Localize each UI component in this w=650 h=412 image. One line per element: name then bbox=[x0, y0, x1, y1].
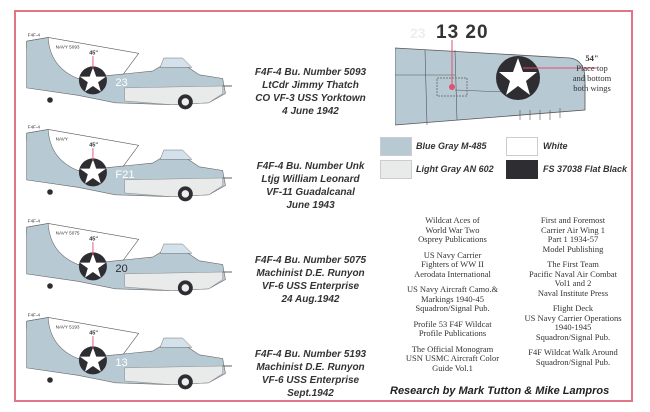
reference-line: Osprey Publications bbox=[418, 234, 487, 244]
swatch-blue-gray bbox=[380, 137, 412, 156]
swatch-flat-black bbox=[506, 160, 538, 179]
reference-line: Fighters of WW II bbox=[421, 259, 484, 269]
reference-line: Part 1 1934-57 bbox=[547, 234, 599, 244]
reference-line: US Navy Carrier Operations bbox=[524, 312, 622, 323]
caption-line: 4 June 1942 bbox=[282, 106, 339, 117]
navy-marking: NAVY bbox=[56, 137, 68, 142]
fuselage-number: 13 bbox=[115, 357, 127, 369]
type-code: F4F-4 bbox=[28, 219, 41, 224]
swatch-white bbox=[506, 137, 538, 156]
note-line: and bottom bbox=[572, 73, 612, 83]
reference-line: US Navy Aircraft Camo.& bbox=[406, 284, 499, 294]
type-code: F4F-4 bbox=[28, 125, 41, 130]
reference-line: Guide Vol.1 bbox=[432, 362, 473, 373]
caption-line: VF-6 USS Enterprise bbox=[261, 281, 360, 292]
reference-line: Model Publishing bbox=[542, 243, 604, 254]
reference-line: Squadron/Signal Pub. bbox=[535, 356, 611, 367]
legend-flat-black: FS 37038 Flat Black bbox=[543, 164, 628, 174]
navy-marking: NAVY 5075 bbox=[56, 231, 80, 236]
wing-note: 54" Place top and bottom both wings bbox=[557, 53, 627, 93]
reference-line: Aerodata International bbox=[414, 268, 491, 279]
reference-line: Vol1 and 2 bbox=[554, 278, 592, 288]
sheet-border bbox=[14, 10, 633, 402]
caption-line: Machinist D.E. Runyon bbox=[256, 268, 365, 279]
wing-numbers: 13 20 bbox=[436, 22, 489, 43]
reference-line: F4F Wildcat Walk Around bbox=[528, 347, 618, 357]
reference-line: The First Team bbox=[547, 259, 599, 269]
reference-line: The Official Monogram bbox=[411, 343, 494, 354]
insignia-size: 45" bbox=[89, 142, 98, 148]
caption-line: June 1943 bbox=[286, 200, 335, 211]
wing-size: 54" bbox=[585, 53, 599, 63]
reference-line: Naval Institute Press bbox=[537, 287, 609, 298]
legend-white: White bbox=[543, 141, 568, 151]
caption-line: Sept.1942 bbox=[287, 388, 334, 399]
type-code: F4F-4 bbox=[28, 33, 41, 38]
caption-line: F4F-4 Bu. Number 5193 bbox=[254, 349, 367, 360]
aircraft-profile: 45" F4F-4 NAVY 5075 20 bbox=[26, 219, 232, 296]
wing-diagram bbox=[395, 40, 597, 126]
note-line: both wings bbox=[573, 83, 611, 93]
caption-line: VF-6 USS Enterprise bbox=[261, 375, 360, 386]
reference-line: Wildcat Aces of bbox=[425, 215, 480, 225]
caption-line: Ltjg William Leonard bbox=[261, 174, 360, 185]
credit: Research by Mark Tutton & Mike Lampros bbox=[390, 385, 610, 397]
caption-line: F4F-4 Bu. Number Unk bbox=[256, 161, 365, 172]
caption-line: Machinist D.E. Runyon bbox=[256, 362, 365, 373]
type-code: F4F-4 bbox=[28, 313, 41, 318]
reference-line: Profile 53 F4F Wildcat bbox=[413, 318, 492, 329]
fuselage-number: F21 bbox=[115, 169, 134, 181]
insignia-size: 45" bbox=[89, 236, 98, 242]
aircraft-profile: 45" F4F-4 NAVY F21 bbox=[26, 125, 232, 202]
fuselage-number: 20 bbox=[115, 263, 127, 275]
reference-line: Flight Deck bbox=[552, 303, 594, 313]
note-line: Place top bbox=[576, 63, 608, 73]
aircraft-profile: 45" F4F-4 NAVY 5193 13 bbox=[26, 313, 232, 390]
caption-line: VF-11 Guadalcanal bbox=[266, 187, 355, 198]
caption-line: CO VF-3 USS Yorktown bbox=[255, 93, 366, 104]
reference-line: Markings 1940-45 bbox=[420, 293, 485, 304]
reference-line: Pacific Naval Air Combat bbox=[528, 268, 618, 279]
reference-line: First and Foremost bbox=[540, 215, 606, 225]
wing-faint-number: 23 bbox=[410, 25, 426, 41]
reference-line: US Navy Carrier bbox=[423, 249, 482, 260]
caption-line: F4F-4 Bu. Number 5075 bbox=[254, 255, 367, 266]
reference-line: Squadron/Signal Pub. bbox=[415, 303, 490, 313]
reference-line: 1940-1945 bbox=[554, 322, 592, 332]
legend-blue-gray: Blue Gray M-485 bbox=[416, 141, 487, 151]
caption-line: F4F-4 Bu. Number 5093 bbox=[254, 67, 367, 78]
reference-line: World War Two bbox=[425, 224, 480, 235]
fuselage-number: 23 bbox=[115, 77, 127, 89]
navy-marking: NAVY 5093 bbox=[56, 45, 80, 50]
navy-marking: NAVY 5193 bbox=[56, 325, 80, 330]
caption-line: LtCdr Jimmy Thatch bbox=[262, 80, 359, 91]
insignia-size: 45" bbox=[89, 330, 98, 336]
reference-line: USN USMC Aircraft Color bbox=[405, 353, 500, 363]
insignia-size: 45" bbox=[89, 50, 98, 56]
legend-light-gray: Light Gray AN 602 bbox=[416, 164, 494, 174]
caption-line: 24 Aug.1942 bbox=[281, 294, 340, 305]
reference-line: Profile Publications bbox=[418, 328, 487, 338]
swatch-light-gray bbox=[380, 160, 412, 179]
aircraft-profile: 45" F4F-4 NAVY 5093 23 bbox=[26, 33, 232, 110]
reference-line: Squadron/Signal Pub. bbox=[535, 331, 611, 342]
reference-line: Carrier Air Wing 1 bbox=[541, 224, 605, 235]
